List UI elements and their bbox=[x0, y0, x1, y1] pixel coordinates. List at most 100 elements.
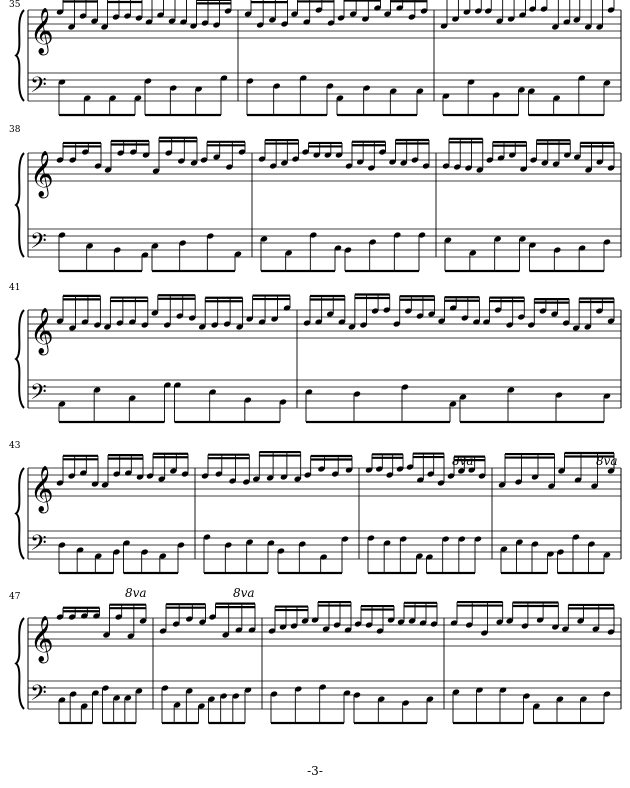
note-head bbox=[115, 614, 122, 620]
note-head bbox=[444, 237, 452, 243]
note-head bbox=[389, 159, 396, 165]
note-head bbox=[354, 621, 362, 627]
note-head bbox=[258, 156, 266, 162]
note-head bbox=[507, 387, 515, 393]
note-head bbox=[130, 149, 137, 155]
brace-icon bbox=[14, 9, 25, 102]
note-head bbox=[69, 325, 76, 331]
note-head bbox=[209, 389, 216, 395]
note-head bbox=[229, 478, 236, 484]
note-head bbox=[302, 149, 309, 155]
note-head bbox=[419, 620, 427, 626]
note-head bbox=[574, 477, 582, 483]
note-head bbox=[374, 5, 381, 11]
note-head bbox=[592, 626, 600, 632]
note-head bbox=[174, 382, 181, 388]
note-head bbox=[220, 693, 227, 699]
note-head bbox=[416, 553, 423, 559]
note-head bbox=[341, 536, 349, 542]
bass-notes bbox=[58, 684, 611, 725]
note-head bbox=[411, 157, 419, 163]
note-head bbox=[552, 161, 560, 167]
note-head bbox=[113, 549, 120, 555]
system-4: 𝄞𝄢 bbox=[14, 450, 622, 575]
note-head bbox=[93, 613, 100, 619]
note-head bbox=[376, 628, 384, 634]
note-head bbox=[481, 630, 488, 636]
note-head bbox=[367, 535, 375, 541]
note-head bbox=[145, 19, 153, 25]
note-head bbox=[208, 696, 215, 702]
note-head bbox=[91, 18, 98, 24]
note-head bbox=[405, 308, 412, 314]
note-head bbox=[281, 21, 288, 27]
note-head bbox=[400, 536, 407, 542]
note-head bbox=[516, 539, 523, 545]
note-head bbox=[519, 12, 526, 18]
brace-icon bbox=[14, 467, 25, 560]
note-head bbox=[465, 622, 473, 628]
note-head bbox=[442, 536, 449, 542]
note-head bbox=[56, 614, 64, 620]
note-head bbox=[248, 627, 256, 633]
note-head bbox=[584, 24, 592, 30]
note-head bbox=[198, 703, 205, 709]
note-head bbox=[552, 24, 559, 30]
note-head bbox=[116, 320, 124, 326]
note-head bbox=[311, 617, 319, 623]
note-head bbox=[283, 305, 291, 311]
measure-number-41: 41 bbox=[9, 283, 21, 293]
note-head bbox=[465, 165, 472, 171]
note-head bbox=[449, 401, 457, 407]
note-head bbox=[79, 13, 87, 19]
note-head bbox=[353, 692, 361, 698]
note-head bbox=[56, 157, 64, 163]
note-head bbox=[315, 319, 322, 325]
note-head bbox=[383, 307, 391, 313]
note-head bbox=[362, 16, 369, 22]
note-head bbox=[467, 79, 475, 85]
measure-number-47: 47 bbox=[9, 592, 21, 602]
note-head bbox=[474, 536, 482, 542]
note-head bbox=[290, 623, 298, 629]
bass-staff bbox=[28, 680, 621, 710]
note-head bbox=[483, 319, 490, 325]
note-head bbox=[519, 236, 526, 242]
note-head bbox=[458, 468, 465, 474]
note-head bbox=[270, 691, 278, 697]
note-head bbox=[139, 618, 147, 624]
note-head bbox=[506, 618, 513, 624]
note-head bbox=[558, 468, 565, 474]
note-head bbox=[258, 319, 266, 325]
note-head bbox=[494, 236, 501, 242]
note-head bbox=[498, 482, 506, 488]
note-head bbox=[563, 152, 571, 158]
note-head bbox=[476, 687, 483, 693]
note-head bbox=[134, 95, 142, 101]
note-head bbox=[500, 546, 508, 552]
note-head bbox=[478, 473, 486, 479]
system-3: 𝄞𝄢 bbox=[14, 293, 622, 424]
note-head bbox=[279, 624, 287, 630]
note-head bbox=[84, 95, 91, 101]
note-head bbox=[294, 476, 301, 482]
note-head bbox=[319, 684, 326, 690]
note-head bbox=[109, 95, 116, 101]
note-head bbox=[326, 83, 334, 89]
note-head bbox=[393, 321, 401, 327]
note-head bbox=[402, 700, 409, 706]
note-head bbox=[344, 247, 352, 253]
note-head bbox=[163, 322, 171, 328]
note-head bbox=[324, 152, 332, 158]
note-head bbox=[151, 243, 159, 249]
note-head bbox=[515, 479, 522, 485]
note-head bbox=[253, 476, 260, 482]
note-head bbox=[527, 322, 535, 328]
note-head bbox=[442, 93, 450, 99]
note-head bbox=[225, 542, 232, 548]
note-head bbox=[68, 473, 75, 479]
note-head bbox=[555, 392, 563, 398]
note-head bbox=[320, 554, 327, 560]
brace-icon bbox=[14, 152, 25, 258]
note-head bbox=[295, 686, 302, 692]
